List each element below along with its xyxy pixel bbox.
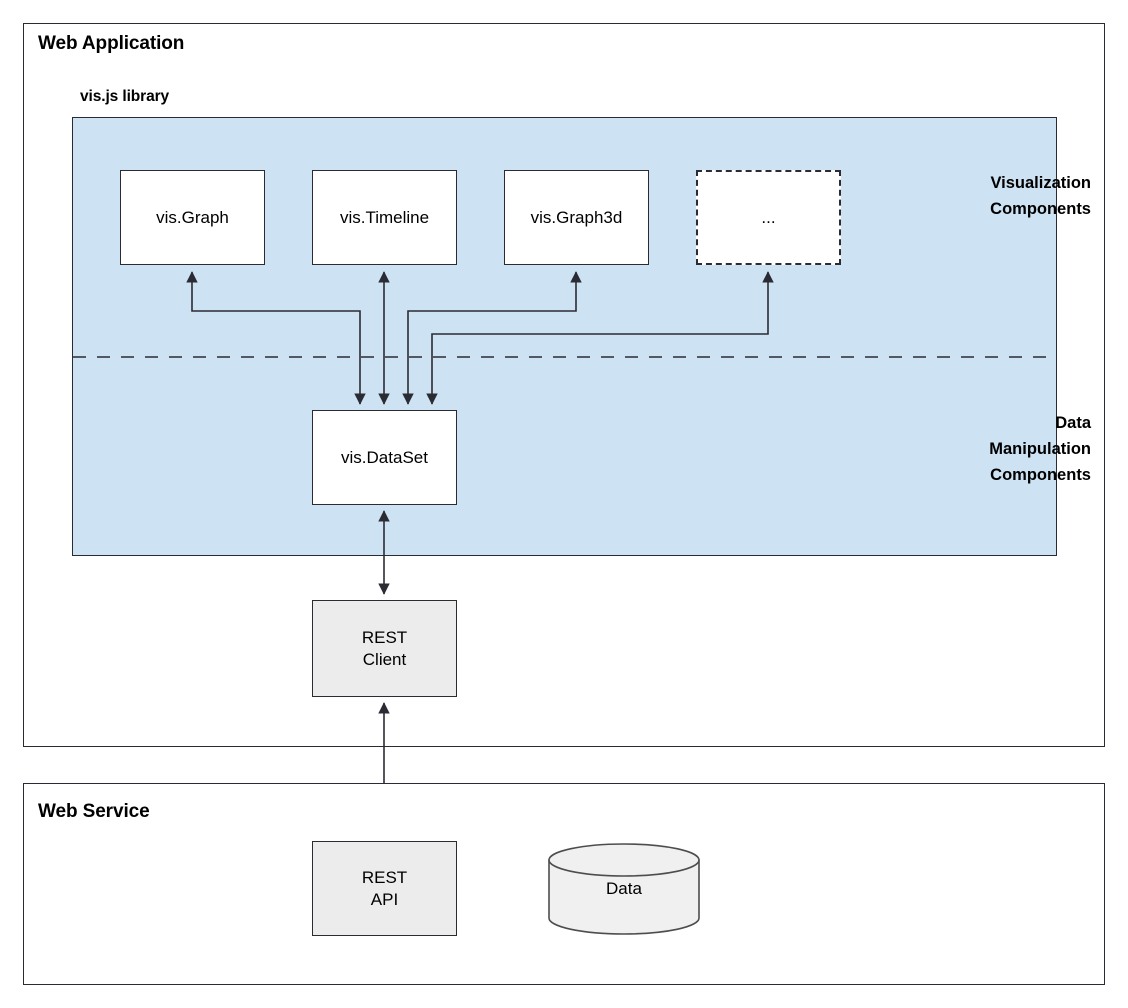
data-store-label: Data: [606, 879, 642, 898]
web-service-title: Web Service: [38, 801, 150, 822]
web-application-title: Web Application: [38, 33, 185, 54]
node-rest-client[interactable]: REST Client: [312, 600, 457, 697]
node-rest-api[interactable]: REST API: [312, 841, 457, 936]
node-vis-graph[interactable]: vis.Graph: [120, 170, 265, 265]
node-vis-graph3d[interactable]: vis.Graph3d: [504, 170, 649, 265]
database-cylinder-icon: [548, 843, 700, 935]
node-data-store[interactable]: Data: [548, 843, 700, 935]
vis-library-title: vis.js library: [80, 88, 170, 105]
data-manipulation-components-label: Data Manipulation Components: [989, 414, 1091, 484]
node-more-components-placeholder[interactable]: ...: [696, 170, 841, 265]
node-vis-timeline[interactable]: vis.Timeline: [312, 170, 457, 265]
visualization-components-label: Visualization Components: [990, 174, 1091, 218]
node-vis-dataset[interactable]: vis.DataSet: [312, 410, 457, 505]
